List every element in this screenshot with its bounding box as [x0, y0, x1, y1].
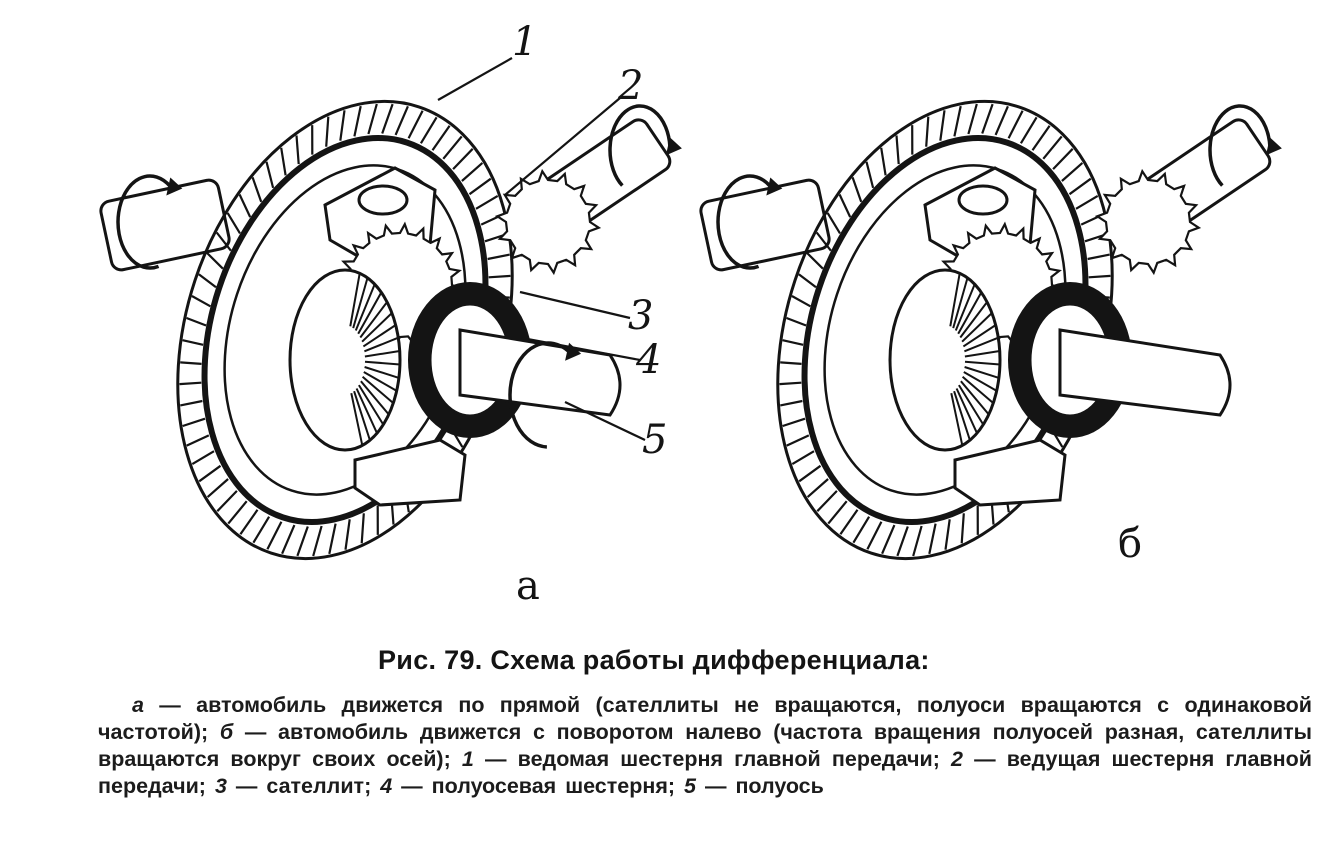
- caption-key: 1: [461, 747, 474, 771]
- pinion-rotation-arrow-head: [1265, 137, 1282, 156]
- left-axle-shaft: [699, 178, 831, 272]
- pinion-rotation-arrow: [1208, 104, 1272, 187]
- side-gear: [888, 268, 1002, 452]
- side-gear: [288, 268, 402, 452]
- caption-text: — полуось: [696, 774, 824, 798]
- caption-key: б: [219, 720, 234, 744]
- caption-text: — ведущая шестерня главной передачи;: [98, 747, 1312, 798]
- drive-pinion-gear: [494, 168, 602, 276]
- callout-1: 1: [512, 19, 538, 65]
- carrier-lower-cap: [953, 438, 1067, 507]
- left-axle-rotation-arrow-head: [766, 177, 783, 196]
- caption-key: 3: [214, 774, 227, 798]
- caption-text: — сателлит;: [226, 774, 381, 798]
- callout-3: 3: [628, 293, 654, 339]
- right-axle-shaft: [458, 328, 622, 417]
- pinion-rotation-arrow-head: [665, 137, 682, 156]
- caption-text: — ведомая шестерня главной передачи;: [473, 747, 951, 771]
- panel-label-a: а: [516, 563, 540, 609]
- callout-leader-lines: [437, 57, 646, 441]
- figure-caption-body: а — автомобиль движется по прямой (сател…: [98, 692, 1312, 800]
- differential-figure: 1 2 3 4 5 а б: [99, 19, 1282, 609]
- left-axle-rotation-arrow: [116, 174, 172, 270]
- panel-b-drawing: [699, 99, 1282, 561]
- left-axle-shaft: [99, 178, 231, 272]
- caption-key: 4: [380, 774, 393, 798]
- figure-caption-title: Рис. 79. Схема работы дифференциала:: [378, 645, 930, 675]
- panel-a-drawing: [99, 99, 682, 561]
- caption-text: — автомобиль движется с поворотом налево…: [98, 720, 1312, 771]
- carrier-pin-hole: [957, 184, 1009, 216]
- caption-text: — автомобиль движется по прямой (сателли…: [98, 693, 1312, 744]
- side-gear-teeth: [949, 273, 1000, 446]
- left-axle-rotation-arrow: [716, 174, 772, 270]
- right-axle-shaft: [1058, 328, 1232, 417]
- callout-4: 4: [636, 337, 662, 383]
- side-gear-teeth: [349, 273, 400, 446]
- panel-label-b: б: [1118, 521, 1143, 567]
- caption-text: — полуосевая шестерня;: [392, 774, 685, 798]
- caption-key: а: [132, 693, 144, 717]
- callout-5: 5: [642, 417, 668, 463]
- caption-key: 2: [951, 747, 963, 771]
- caption-key: 5: [684, 774, 696, 798]
- pinion-rotation-arrow: [608, 104, 672, 187]
- differential-illustration: [99, 57, 1282, 561]
- left-axle-rotation-arrow-head: [166, 177, 183, 196]
- carrier-lower-cap: [353, 438, 467, 507]
- callout-2: 2: [618, 63, 644, 109]
- carrier-pin-hole: [357, 184, 409, 216]
- drive-pinion-gear: [1094, 168, 1202, 276]
